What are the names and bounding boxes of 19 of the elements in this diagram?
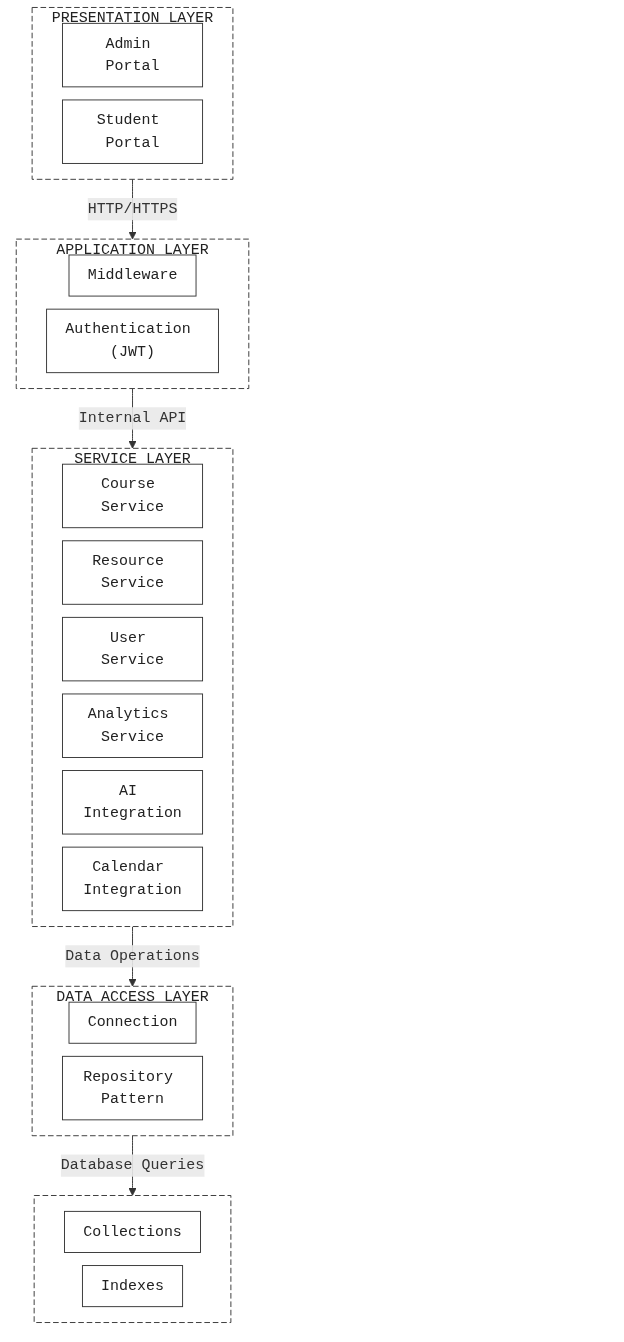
node-box: Indexes <box>82 1265 184 1308</box>
node-box: Course Service <box>62 463 204 529</box>
node-box: Student Portal <box>62 99 204 164</box>
cluster <box>33 1195 232 1323</box>
node-box: Calendar Integration <box>62 846 204 912</box>
node-box: Middleware <box>68 254 197 297</box>
edge-label: HTTP/HTTPS <box>87 200 178 218</box>
node-box: Connection <box>68 1001 197 1044</box>
node-box: Resource Service <box>62 540 204 605</box>
node-box: Admin Portal <box>62 22 204 88</box>
node-box: Collections <box>64 1210 201 1253</box>
node-box: User Service <box>62 616 204 682</box>
node-box: AI Integration <box>62 770 204 835</box>
node-box: Authentication (JWT) <box>46 308 219 374</box>
node-box: Repository Pattern <box>62 1055 204 1121</box>
edge-label: Internal API <box>78 410 187 427</box>
edge-label: Data Operations <box>65 948 200 965</box>
node-box: Analytics Service <box>62 693 204 758</box>
edge-label: Database Queries <box>60 1157 205 1175</box>
